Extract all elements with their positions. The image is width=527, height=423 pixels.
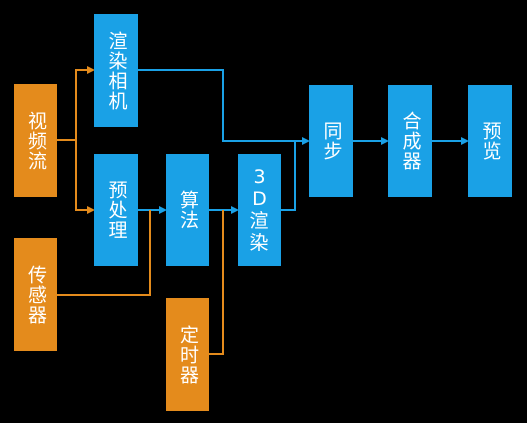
compositor-label: 合成器: [399, 111, 422, 171]
preprocess-node: 预处理: [94, 154, 138, 266]
render-camera-node: 渲染相机: [94, 14, 138, 127]
sync-label: 同步: [320, 121, 343, 161]
render-3d-node: 3D 渲染: [238, 154, 281, 266]
video-branch-line: [57, 66, 95, 141]
timer-node: 定时器: [166, 298, 209, 411]
render-3d-label: 3D 渲染: [249, 166, 271, 254]
algorithm-node: 算法: [166, 154, 209, 266]
video-stream-node: 视频流: [14, 84, 57, 197]
render-camera-label: 渲染相机: [105, 30, 128, 111]
preview-node: 预览: [468, 85, 512, 197]
video-stream-label: 视频流: [25, 110, 47, 171]
sensor-to-algorithm-line: [57, 210, 151, 296]
render-to-sync-line: [281, 141, 296, 211]
preprocess-label: 预处理: [105, 180, 128, 240]
render-3d-prefix: 3D: [252, 166, 267, 210]
video-to-preprocess-line: [75, 140, 95, 214]
sensor-label: 传感器: [25, 264, 47, 325]
preview-label: 预览: [479, 121, 502, 161]
timer-to-render-line: [209, 210, 224, 355]
render-3d-suffix: 渲染: [249, 210, 270, 254]
camera-to-sync-line: [138, 69, 310, 145]
timer-label: 定时器: [177, 324, 199, 385]
sync-node: 同步: [309, 85, 353, 197]
sensor-node: 传感器: [14, 238, 57, 351]
algorithm-label: 算法: [177, 190, 199, 230]
compositor-node: 合成器: [388, 85, 432, 197]
